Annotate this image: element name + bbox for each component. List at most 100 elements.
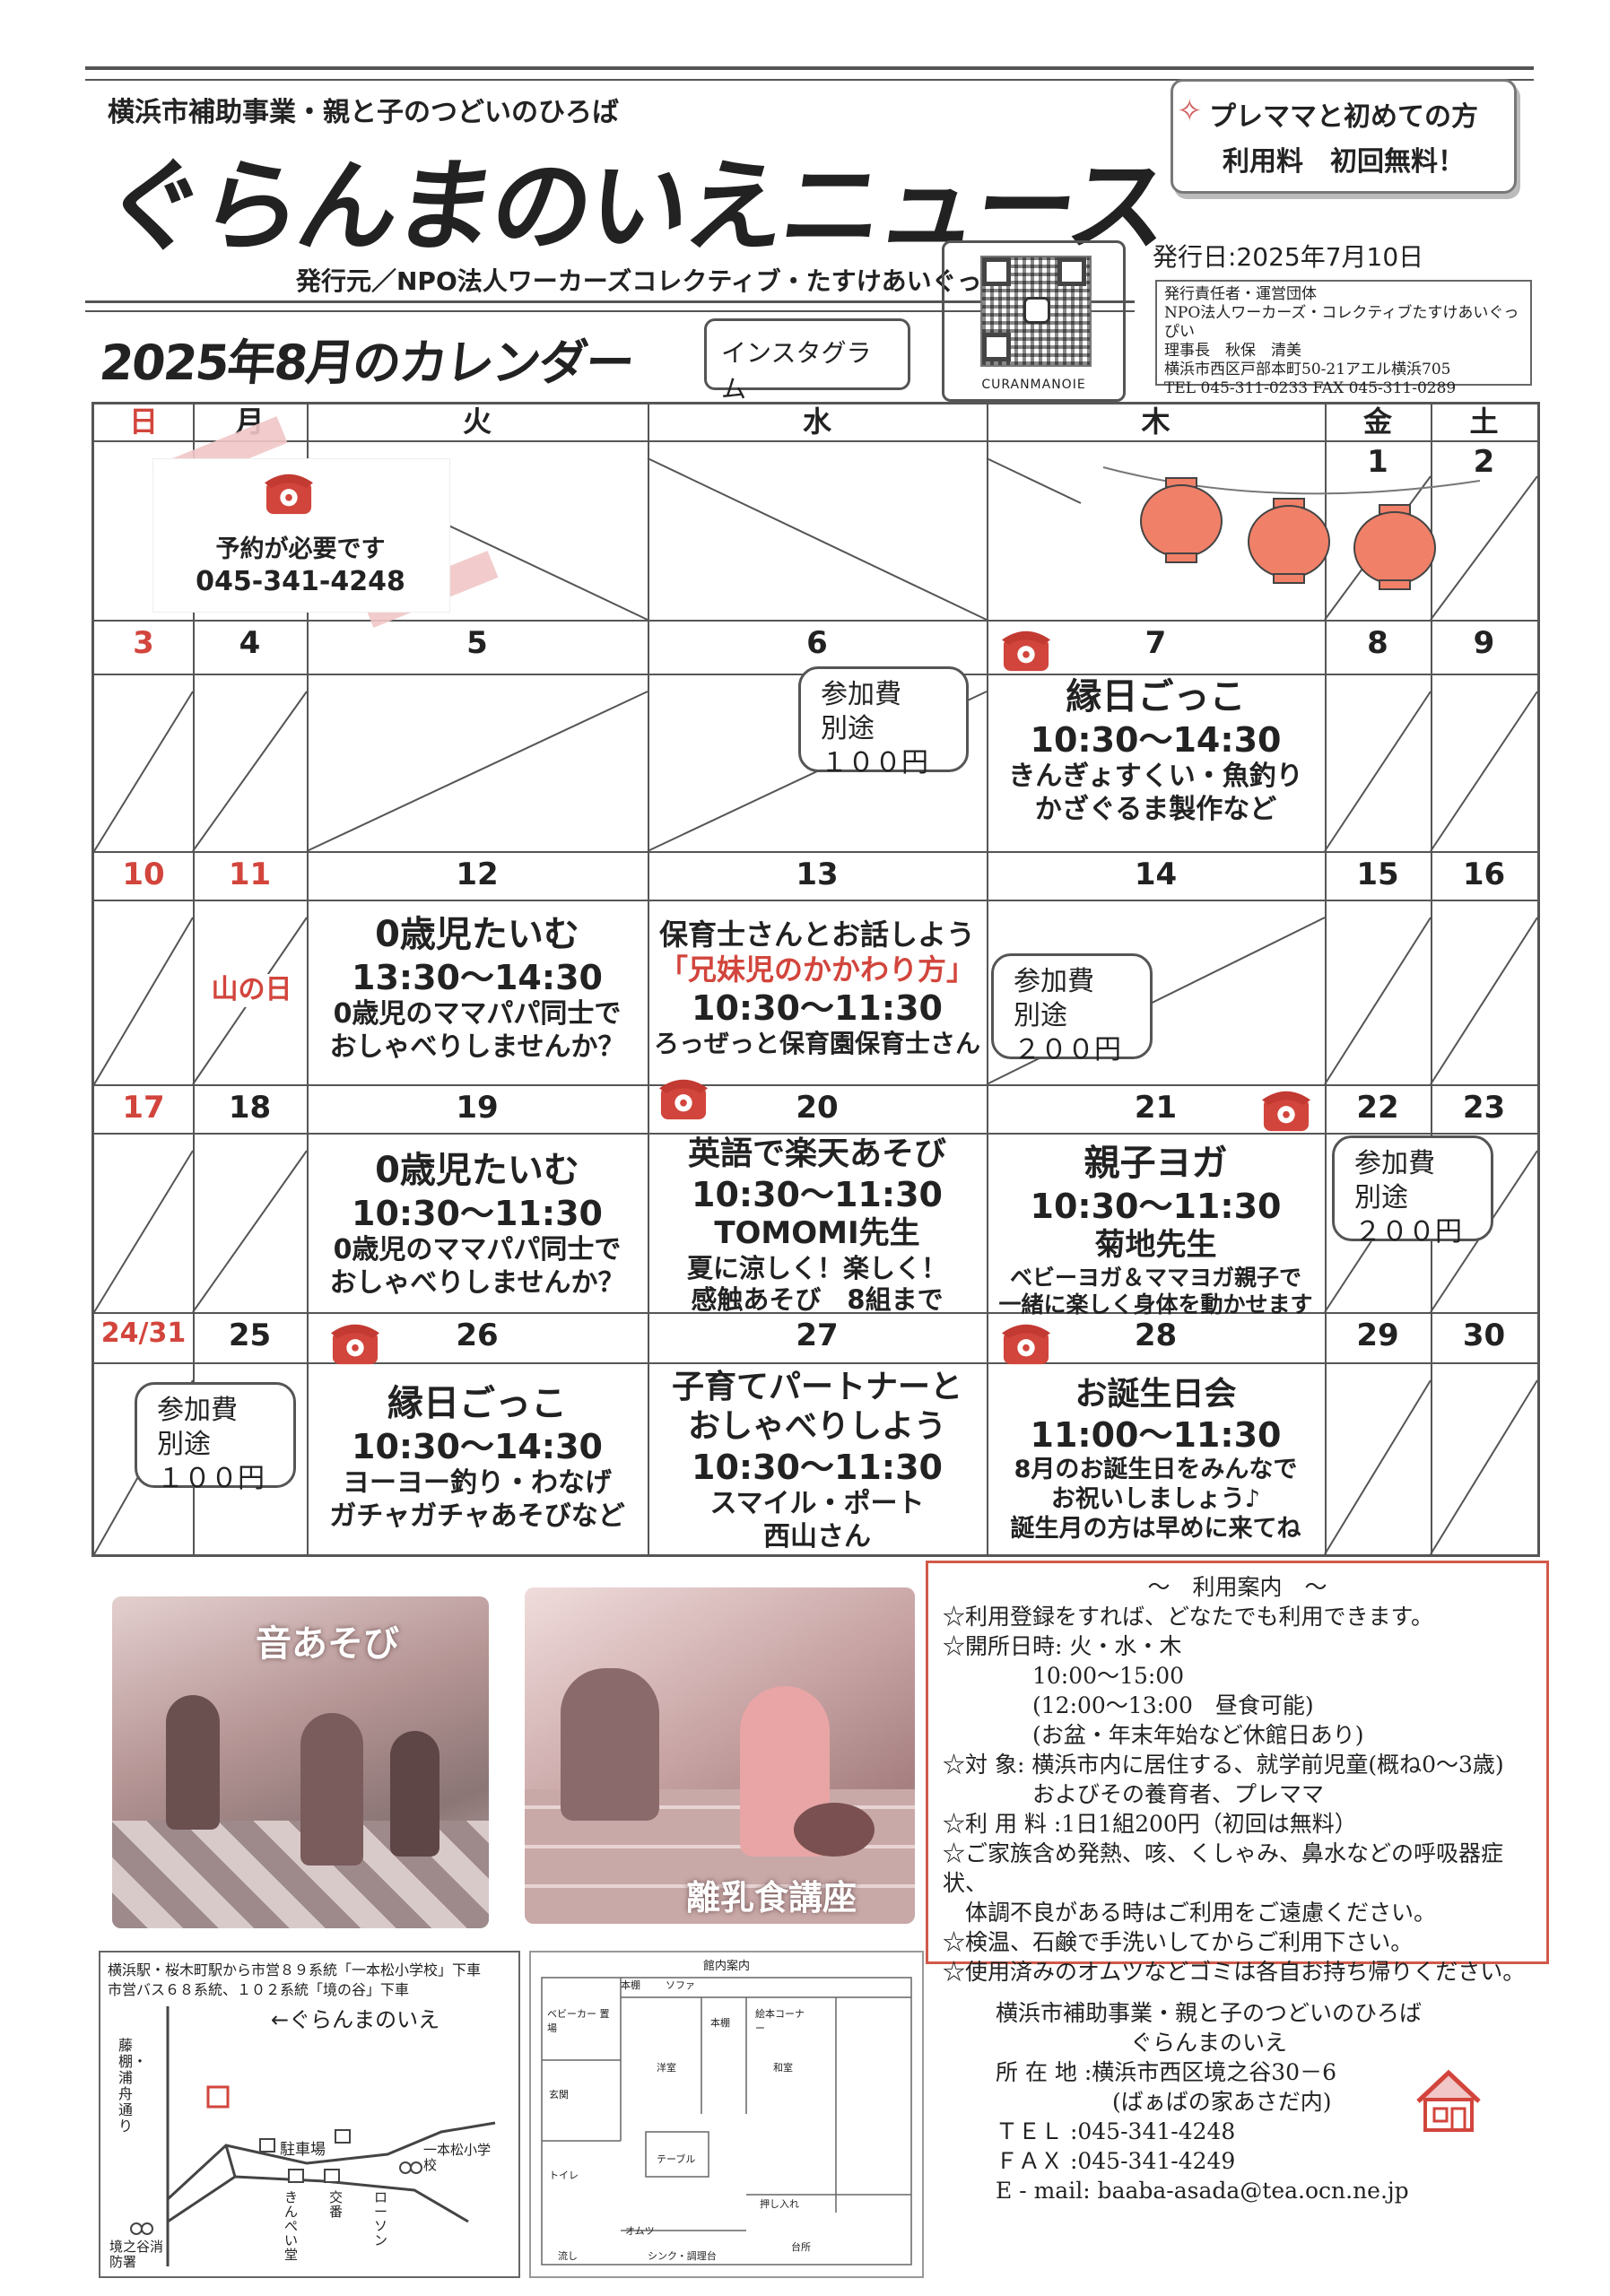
event-desc: おしゃべりしませんか？ — [329, 1266, 625, 1299]
promo-line2: 利用料 初回無料！ — [1223, 146, 1465, 178]
day-20: 20 — [796, 1090, 839, 1126]
day-7: 7 — [1144, 625, 1167, 661]
grid-line — [94, 1084, 1537, 1086]
qr-caption: CURANMANOIE — [981, 378, 1086, 392]
room-label: ソファ — [666, 1979, 695, 1991]
grid-line — [1431, 404, 1432, 1554]
contact-fax: ＦＡＸ :045-341-4249 — [996, 2148, 1236, 2174]
fee-label: 別途 — [1014, 1000, 1067, 1031]
info-line: ☆検温、石鹸で手洗いしてからご利用下さい。 — [943, 1929, 1414, 1955]
floor-title: 館内案内 — [702, 1960, 750, 1973]
event-title: 保育士さんとお話しよう — [658, 918, 975, 952]
grid-line — [94, 440, 1537, 442]
event-subtitle: 「兄妹児のかかわり方」 — [658, 952, 975, 987]
day-6: 6 — [806, 625, 828, 661]
event-desc: 一緒に楽しく身体を動かせます — [998, 1292, 1313, 1318]
grid-line — [1325, 404, 1327, 1554]
event-desc: ベビーヨガ＆ママヨガ親子で — [1009, 1264, 1301, 1291]
event-aug13: 保育士さんとお話しよう 「兄妹児のかかわり方」 10:30～11:30 ろっぜっ… — [648, 918, 987, 1060]
event-desc: スマイル・ポート — [709, 1488, 925, 1520]
fee-bubble: 参加費 別途 ２００円 — [1332, 1135, 1493, 1248]
lantern-illustration — [1102, 466, 1481, 590]
event-desc: ろっぜっと保育園保育士さん — [653, 1029, 980, 1059]
fee-label: 別途 — [1354, 1182, 1408, 1213]
grid-line — [94, 900, 1537, 901]
fee-label: 参加費 — [157, 1395, 238, 1426]
fee-price: １００円 — [157, 1463, 265, 1494]
info-line: ☆対 象: 横浜市内に居住する、就学前児童(概ね0～3歳) — [943, 1752, 1504, 1778]
room-label: 玄関 — [549, 2089, 569, 2100]
phone-icon — [265, 474, 313, 515]
info-heading: ～ 利用案内 ～ — [1147, 1574, 1327, 1600]
event-teacher: TOMOMI先生 — [714, 1215, 920, 1252]
contact-email[interactable]: E - mail: baaba-asada@tea.ocn.ne.jp — [996, 2178, 1409, 2204]
instagram-label: インスタグラム — [704, 318, 910, 404]
org-line: 横浜市西区戸部本町50-21アエル横浜705 — [1164, 361, 1451, 378]
weekday-wed: 水 — [802, 404, 831, 439]
qr-code[interactable]: CURANMANOIE — [942, 240, 1126, 402]
issue-date: 発行日:2025年7月10日 — [1153, 242, 1424, 272]
parking-label: 駐車場 — [280, 2141, 326, 2159]
photo-baby-food: 離乳食講座 — [525, 1587, 915, 1924]
event-desc: 0歳児のママパパ同士で — [333, 998, 622, 1031]
day-28: 28 — [1134, 1318, 1178, 1353]
org-line: TEL 045-311-0233 FAX 045-311-0289 — [1164, 379, 1457, 397]
day-10: 10 — [122, 857, 165, 892]
event-aug7: 縁日ごっこ 10:30～14:30 きんぎょすくい・魚釣り かざぐるま製作など — [987, 675, 1325, 826]
day-11: 11 — [228, 857, 272, 892]
day-3: 3 — [133, 625, 154, 661]
day-12: 12 — [456, 857, 499, 892]
access-map: 横浜駅・桜木町駅から市営８９系統「一本松小学校」下車 市営バス６８系統、１０２系… — [99, 1951, 520, 2278]
event-time: 10:30～14:30 — [352, 1426, 603, 1466]
info-line: ☆使用済みのオムツなどゴミは各自お持ち帰りください。 — [943, 1959, 1526, 1985]
event-title: 0歳児たいむ — [375, 1150, 579, 1191]
person-figure — [561, 1668, 659, 1821]
event-time: 10:30～11:30 — [692, 988, 943, 1029]
contact-line: ぐらんまのいえ — [1130, 2030, 1288, 2056]
event-aug21: 親子ヨガ 10:30～11:30 菊地先生 ベビーヨガ＆ママヨガ親子で 一緒に楽… — [987, 1142, 1325, 1319]
weekday-fri: 金 — [1362, 404, 1392, 439]
house-marker — [206, 2085, 230, 2109]
event-time: 10:30～11:30 — [692, 1174, 943, 1214]
police-box-label: 交番 — [329, 2189, 344, 2220]
promo-box: プレママと初めての方 利用料 初回無料！ — [1171, 79, 1517, 194]
room-label: トイレ — [549, 2170, 579, 2181]
room-label: オムツ — [625, 2225, 655, 2237]
weekday-sun: 日 — [128, 404, 158, 439]
room-label: 和室 — [773, 2062, 793, 2074]
calendar-grid: 日 月 火 水 木 金 土 — [91, 402, 1540, 1557]
publisher: 発行元／NPO法人ワーカーズコレクティブ・たすけあいぐっぴい — [296, 266, 1032, 296]
day-1: 1 — [1367, 444, 1388, 480]
fee-bubble: 参加費 別途 １００円 — [798, 666, 969, 778]
room-label: 押し入れ — [760, 2198, 799, 2210]
room-label: テーブル — [657, 2153, 696, 2165]
fee-label: 別途 — [821, 713, 875, 744]
qr-corner — [1057, 257, 1086, 286]
event-desc: お祝いしましょう♪ — [1050, 1485, 1261, 1514]
info-line: ☆利 用 料 :1日1組200円（初回は無料） — [943, 1811, 1357, 1837]
day-21: 21 — [1134, 1090, 1178, 1126]
event-desc: 西山さん — [763, 1520, 871, 1552]
subsidy-label: 横浜市補助事業・親と子のつどいのひろば — [108, 97, 619, 128]
day-8: 8 — [1367, 625, 1388, 661]
room-label: ベビーカー 置場 — [547, 2008, 610, 2034]
org-line: 理事長 秋保 清美 — [1164, 342, 1301, 360]
org-info: 発行責任者・運営団体 NPO法人ワーカーズ・コレクティブたすけあいぐっぴい 理事… — [1155, 280, 1532, 397]
event-desc: 8月のお誕生日をみんなで — [1014, 1456, 1298, 1484]
room-label: 絵本コーナー — [755, 2008, 805, 2034]
day-24-31: 24/31 — [100, 1318, 187, 1349]
event-desc: 感触あそび 8組まで — [691, 1284, 944, 1316]
day-30: 30 — [1462, 1318, 1506, 1353]
info-line: ☆開所日時: 火・水・木 — [943, 1633, 1182, 1659]
grid-line — [94, 1133, 1537, 1135]
event-time: 11:00～11:30 — [1030, 1414, 1282, 1455]
info-line: ☆ご家族含め発熱、咳、くしゃみ、鼻水などの呼吸器症状、 — [943, 1840, 1504, 1896]
day-17: 17 — [122, 1090, 165, 1126]
fee-price: ２００円 — [1354, 1216, 1462, 1248]
event-desc: かざぐるま製作など — [1034, 793, 1277, 825]
event-time: 10:30～11:30 — [1030, 1186, 1282, 1226]
info-line: およびその養育者、プレママ — [943, 1781, 1325, 1807]
event-desc: ヨーヨー釣り・わなげ — [343, 1467, 612, 1500]
usage-info: ～ 利用案内 ～ ☆利用登録をすれば、どなたでも利用できます。 ☆開所日時: 火… — [926, 1561, 1549, 1985]
qr-corner — [982, 257, 1011, 286]
